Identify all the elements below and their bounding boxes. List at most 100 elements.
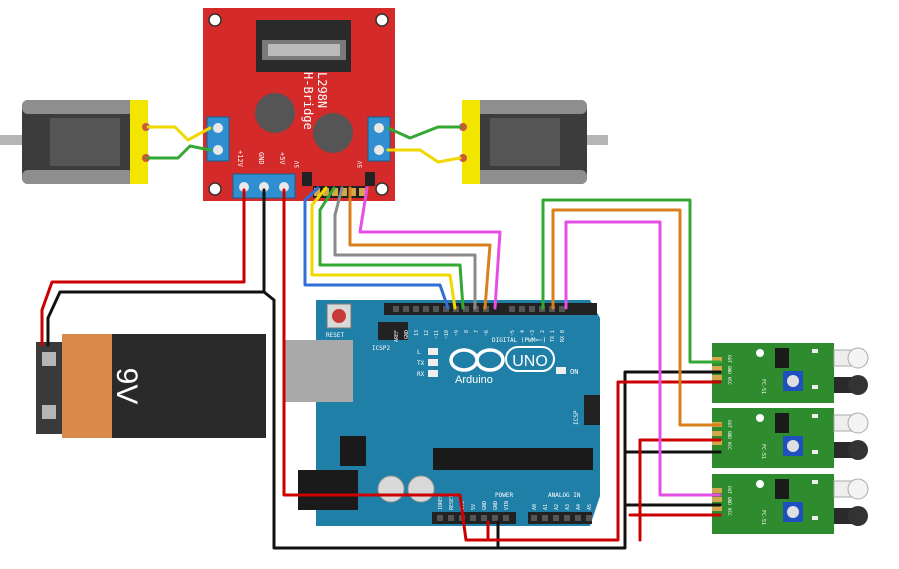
digital-pin [413, 306, 419, 312]
comparator-chip [775, 479, 789, 499]
wire-right-motor-green [386, 125, 462, 140]
sensor-pins-label: OUT GND VCC [726, 486, 732, 516]
digital-pin [443, 306, 449, 312]
l298n-subtitle: H-Bridge [301, 72, 315, 130]
header-pin [332, 188, 338, 196]
arduino-logo: UNO [449, 346, 555, 372]
wire-left-motor-green [146, 144, 212, 160]
jumper-5v-right-label: 5V [357, 160, 364, 168]
sensor-pin [712, 497, 722, 502]
ir-sensor-3: OUT GND VCC FC-51 [712, 474, 869, 534]
led-label: TX [417, 360, 425, 367]
power-pin [492, 515, 498, 521]
mount-hole [208, 13, 222, 27]
wire-enb [358, 186, 502, 310]
analog-pin-label: A5 [587, 504, 593, 510]
digital-pin-label: 8 [464, 330, 470, 333]
header-pin [323, 188, 329, 196]
pin-label-5v: +5V [278, 152, 286, 165]
header-pin [350, 188, 356, 196]
power-pin [481, 515, 487, 521]
sensor-pin [712, 357, 722, 362]
header-pin [359, 188, 365, 196]
reset-label: RESET [326, 332, 344, 339]
wire-in4 [348, 186, 492, 310]
left-motor-shaft [0, 135, 24, 145]
wire-gnd-sensor-1 [496, 370, 722, 550]
sensor-pin [712, 431, 722, 436]
digital-pin-label: 2 [540, 330, 546, 333]
header-pin [314, 188, 320, 196]
wire-sensor-3-out [564, 220, 722, 497]
battery-orange-band [62, 334, 113, 438]
digital-pin-label: ~5 [510, 330, 516, 336]
hbridge-pin-label: ENB [360, 202, 365, 210]
digital-pin [519, 306, 525, 312]
digital-pin [529, 306, 535, 312]
sensor-pin [712, 366, 722, 371]
jumper-5v-right [365, 172, 375, 186]
analog-pin-label: A1 [543, 504, 549, 510]
led-label: RX [417, 371, 425, 378]
power-pin [470, 515, 476, 521]
sensor-pin [712, 440, 722, 445]
right-motor [459, 100, 608, 184]
dc-jack [298, 470, 358, 510]
digital-label: DIGITAL (PWM=~) [492, 337, 546, 344]
sensor-pins-label: OUT GND VCC [726, 355, 732, 385]
power-pin [437, 515, 443, 521]
atmega-chip [433, 448, 593, 470]
power-pin-label: GND [482, 501, 488, 510]
wire-left-motor-yellow [146, 125, 212, 142]
status-led [428, 370, 438, 377]
digital-pin-label: ~3 [530, 330, 536, 336]
sensor-pin [712, 488, 722, 493]
sensor-part-label: FC-51 [760, 510, 766, 525]
l298n-title: L298N [315, 72, 329, 108]
motor-b-terminal [367, 116, 391, 162]
on-led [556, 367, 566, 374]
digital-pin [559, 306, 565, 312]
digital-pin [463, 306, 469, 312]
analog-pin [553, 515, 559, 521]
analog-pin [586, 515, 592, 521]
icsp2-header [378, 322, 408, 340]
sensor-part-label: FC-51 [760, 379, 766, 394]
wire-sensor-2-out [551, 208, 722, 427]
analog-pin [564, 515, 570, 521]
digital-pin [393, 306, 399, 312]
icsp-header [584, 395, 600, 425]
digital-pin-label: 12 [424, 330, 430, 336]
mount-hole [375, 13, 389, 27]
digital-pin-label: 13 [414, 330, 420, 336]
digital-pin-label: ~9 [454, 330, 460, 336]
digital-pin-label: ~11 [434, 330, 440, 339]
comparator-chip [775, 413, 789, 433]
on-label: ON [570, 368, 578, 376]
hbridge-pin-label: ENA [315, 202, 320, 210]
pin-label-12v: +12V [236, 150, 244, 168]
power-pin [503, 515, 509, 521]
digital-pin [509, 306, 515, 312]
hbridge-pin-label: IN2 [333, 202, 338, 210]
sensor-pin [712, 506, 722, 511]
icsp-label: ICSP [573, 410, 580, 425]
analog-pin-label: A3 [565, 504, 571, 510]
left-motor-endcap [130, 100, 148, 184]
motor-a-terminal [206, 116, 230, 162]
capacitor [255, 93, 295, 133]
left-motor [0, 100, 150, 184]
power-pin-label: IOREF [438, 495, 444, 510]
wire-sensor-1-out [541, 198, 722, 364]
wire-5v-sensor-1 [486, 380, 722, 542]
right-motor-shaft [584, 135, 608, 145]
power-pin [448, 515, 454, 521]
voltage-regulator [340, 436, 366, 466]
digital-pin-label: AREF [394, 330, 400, 342]
brand-label: Arduino [455, 374, 493, 386]
sensor-pins-label: OUT GND VCC [726, 420, 732, 450]
analog-pin [575, 515, 581, 521]
